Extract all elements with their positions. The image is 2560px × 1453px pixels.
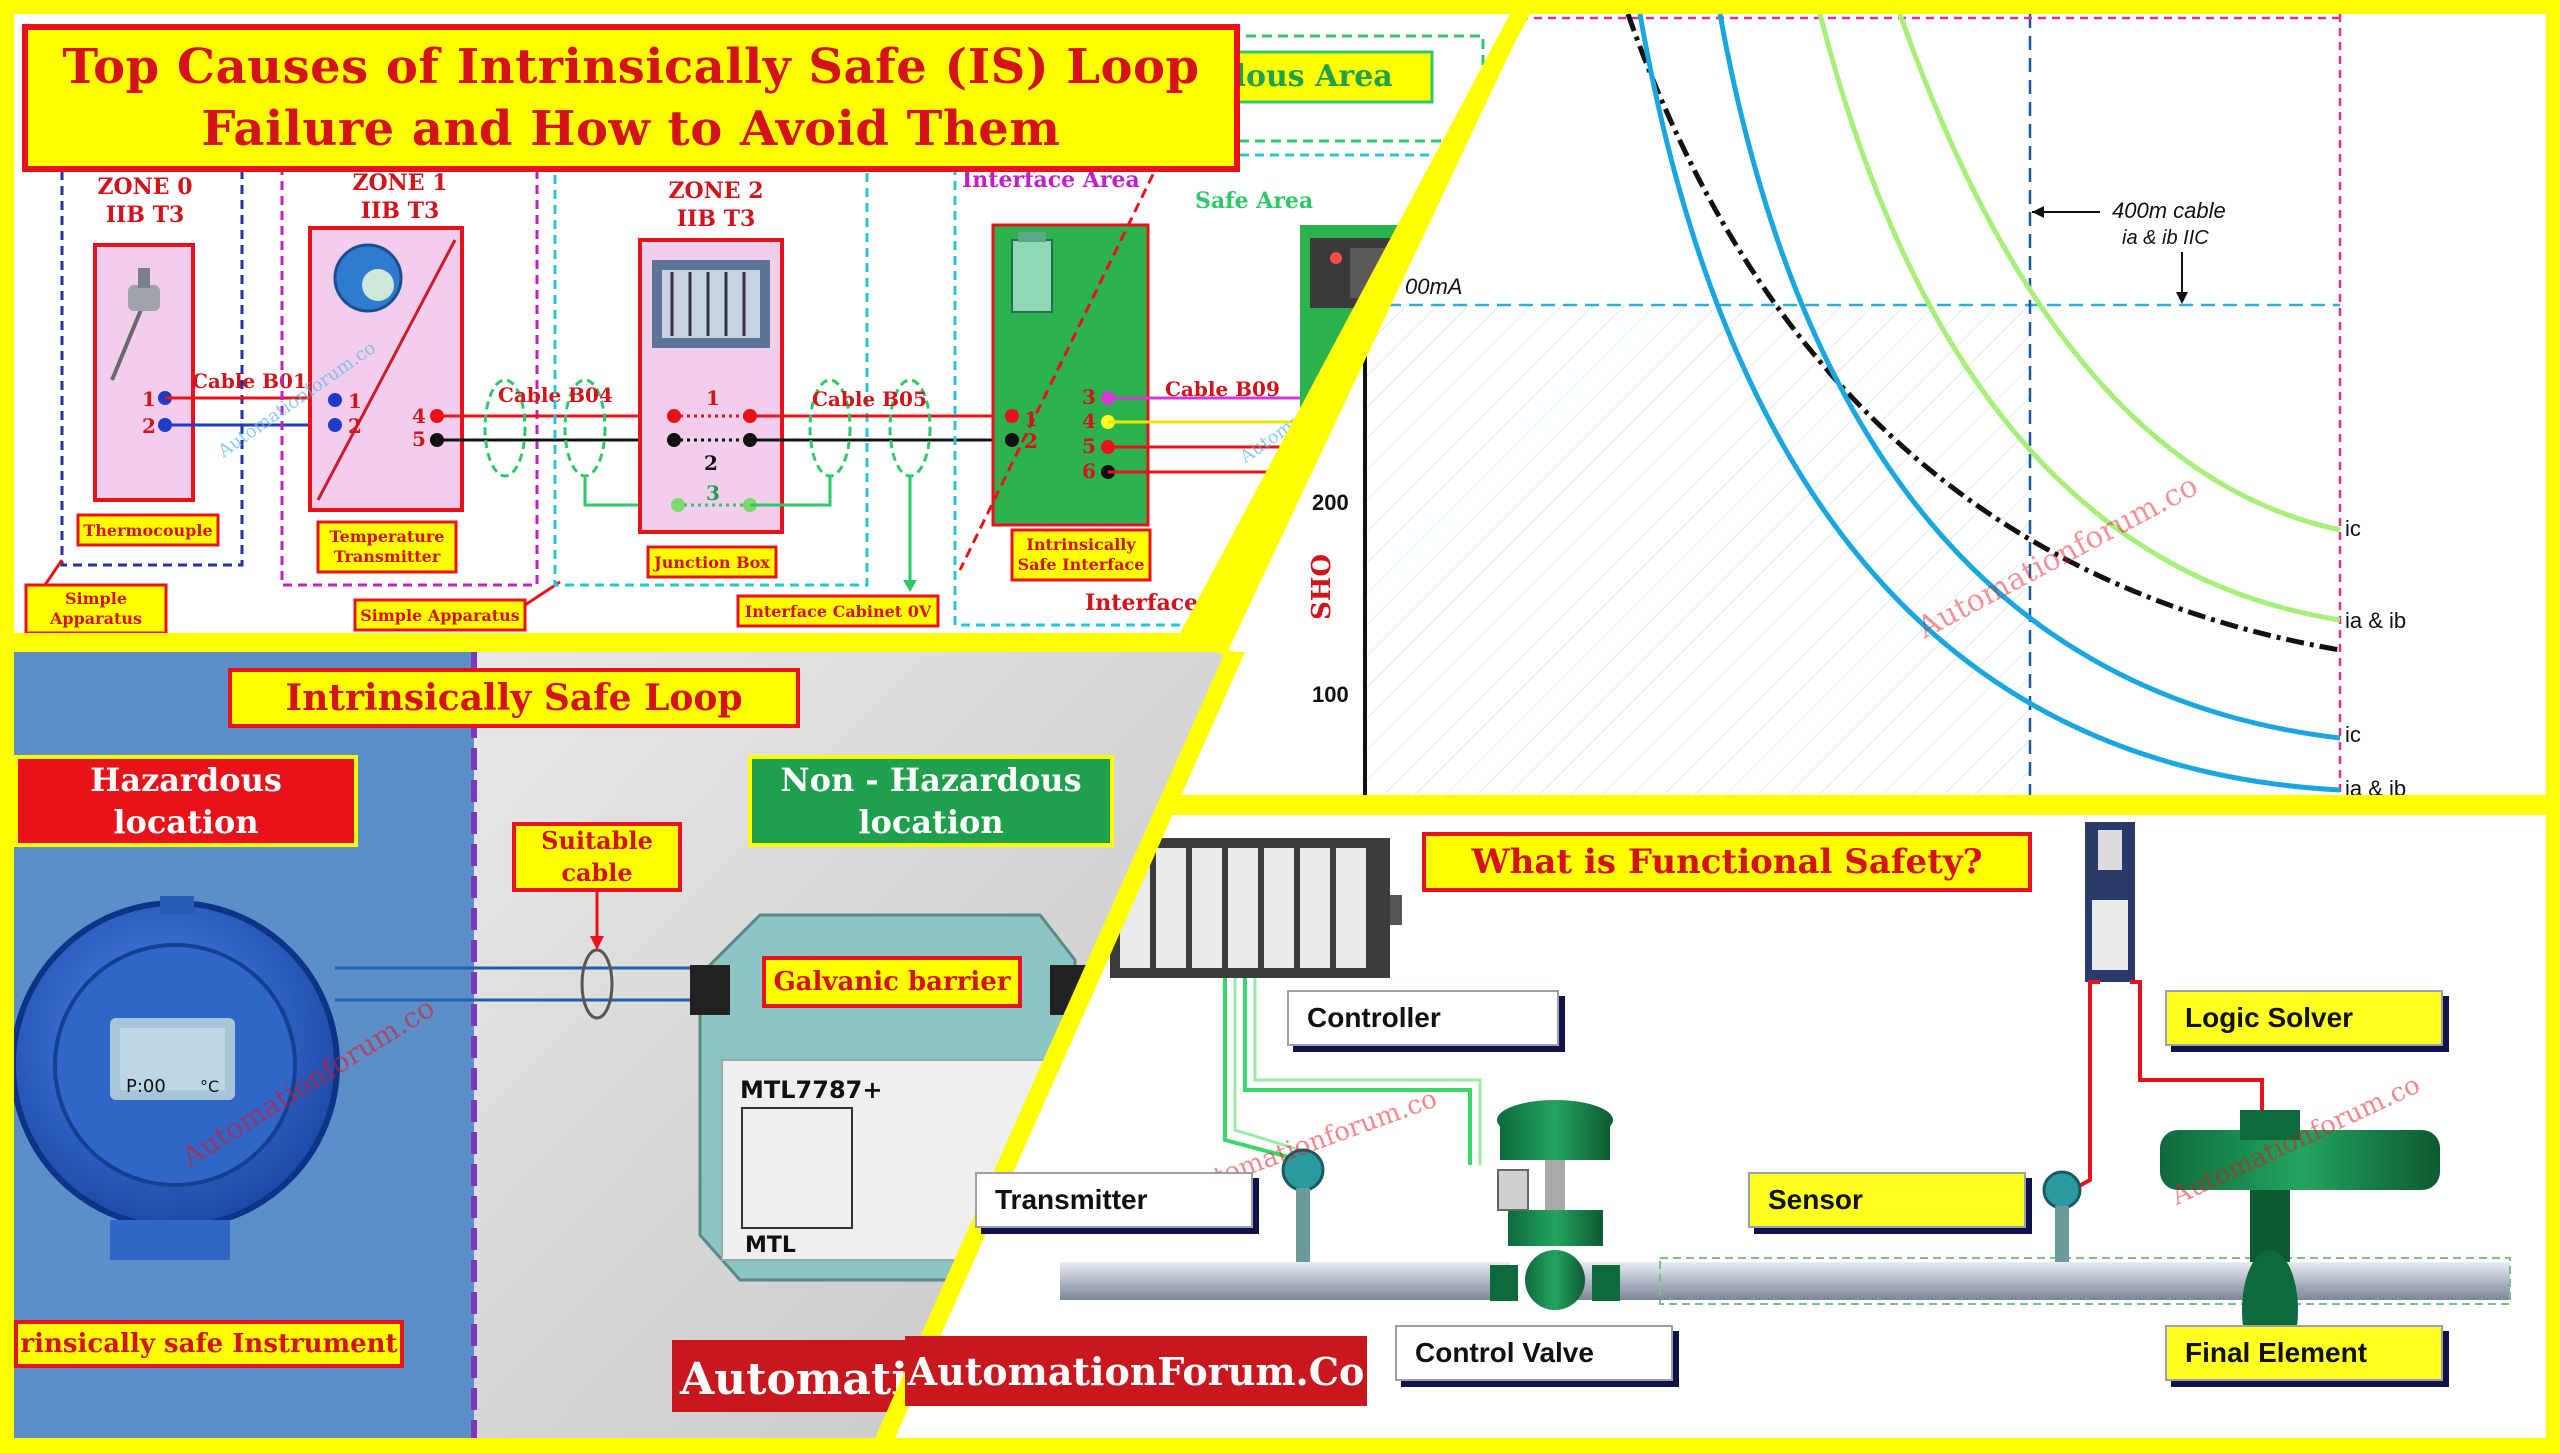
curve-ia-ib-iic: [1625, 14, 2341, 653]
functional-safety-title: What is Functional Safety?: [1422, 832, 2032, 892]
y-axis-title: SHO: [1307, 554, 1337, 620]
is-barrier-icon: [1011, 232, 1053, 313]
isi-in-terminal-2: 2: [1024, 429, 1038, 453]
curve-label-iaib-1: ia & ib: [2345, 608, 2406, 633]
junction-box-label: Junction Box: [652, 553, 770, 572]
brand-footer: AutomationForum.Co: [905, 1336, 1367, 1406]
interface-cabinet-label: Interface Cab: [1085, 590, 1253, 616]
footer-brand-partial: Automati: [679, 1354, 908, 1405]
jb-terminal-2: 2: [704, 451, 718, 475]
cable-annotation: 400m cable: [2112, 198, 2226, 223]
is-instrument-label: rinsically safe Instrument: [14, 1320, 404, 1368]
cable-b05-label: Cable B05: [812, 387, 927, 411]
thermocouple-icon: [110, 268, 160, 381]
suitable-cable-label: Suitable cable: [512, 822, 682, 892]
simple-apparatus-1-b: Apparatus: [49, 609, 142, 628]
control-valve-label: Control Valve: [1395, 1325, 1673, 1381]
curve-ic-cyan: [1717, 14, 2341, 741]
logic-solver-label: Logic Solver: [2165, 990, 2443, 1046]
interface-cabinet-0v-label: Interface Cabinet 0V: [745, 602, 932, 621]
tt-out-terminal-5: 5: [412, 427, 426, 451]
temperature-transmitter-icon: [333, 243, 403, 313]
process-pipe-mid: [1560, 1262, 2010, 1300]
cable-b09-label: Cable B09: [1165, 377, 1280, 401]
tc-terminal-1: 1: [142, 387, 156, 411]
barrier-brand: MTL: [745, 1233, 796, 1258]
tc-terminal-2: 2: [142, 414, 156, 438]
zone0-group: IIB T3: [106, 202, 185, 228]
non-hazardous-location-label: Non - Hazardous location: [748, 755, 1114, 847]
junction-box-icon: [652, 260, 770, 348]
hazardous-area-label: dous Area: [1225, 59, 1393, 94]
safe-area-label: Safe Area: [1195, 188, 1313, 214]
display-unit: °C: [200, 1077, 219, 1096]
jb-terminal-3: 3: [706, 481, 720, 505]
logic-solver-icon: [2085, 822, 2135, 982]
control-valve-icon: [1490, 1100, 1620, 1310]
zone0-name: ZONE 0: [97, 174, 192, 200]
isi-out-terminal-3: 3: [1082, 385, 1096, 409]
simple-apparatus-1-a: Simple: [65, 589, 127, 608]
hazardous-location-label: Hazardous location: [14, 755, 358, 847]
curve-label-ic-2: ic: [2345, 722, 2361, 747]
thermocouple-label: Thermocouple: [83, 521, 212, 540]
process-pipe-left: [1060, 1262, 1510, 1300]
is-loop-title: Intrinsically Safe Loop: [228, 668, 800, 728]
panel-is-cable-chart: 00mA 200 100 SHO ic ia & ib ic ia & ib 4…: [1160, 14, 2546, 801]
y-tick-200: 200: [1312, 490, 1349, 515]
tt-out-terminal-4: 4: [412, 404, 426, 428]
isi-out-terminal-6: 6: [1082, 459, 1096, 483]
simple-apparatus-2-label: Simple Apparatus: [360, 606, 520, 625]
isi-label-line2: Safe Interface: [1018, 555, 1145, 574]
page-title-banner: Top Causes of Intrinsically Safe (IS) Lo…: [22, 24, 1240, 172]
cable-b01-label: Cable B01: [192, 369, 307, 393]
isi-in-terminal-1: 1: [1024, 407, 1038, 431]
tt-in-terminal-1: 1: [348, 389, 362, 413]
tt-label-line: Temperature: [330, 527, 445, 546]
zone1-group: IIB T3: [361, 198, 440, 224]
curve-ic-lime: [1897, 14, 2341, 533]
display-value: P:00: [126, 1076, 166, 1097]
barrier-model: MTL7787+: [740, 1076, 882, 1104]
isi-out-terminal-5: 5: [1082, 434, 1096, 458]
controller-label: Controller: [1287, 990, 1559, 1046]
zone1-name: ZONE 1: [352, 170, 447, 196]
page-title-line2: Failure and How to Avoid Them: [201, 101, 1061, 157]
curve-ia-ib-lime: [1817, 14, 2341, 623]
sensor-icon: [2042, 1170, 2082, 1262]
curve-label-ic-1: ic: [2345, 516, 2361, 541]
y-current-label: 00mA: [1405, 274, 1462, 299]
curve-ia-ib-cyan: [1637, 14, 2341, 793]
is-instrument-icon: [14, 896, 340, 1260]
galvanic-barrier-label: Galvanic barrier: [762, 956, 1022, 1008]
tt-in-terminal-2: 2: [348, 414, 362, 438]
transmitter-icon: [1281, 1148, 1325, 1262]
sensor-label: Sensor: [1748, 1172, 2026, 1228]
transmitter-label: Transmitter: [975, 1172, 1253, 1228]
jb-terminal-1: 1: [706, 386, 720, 410]
page-title-line1: Top Causes of Intrinsically Safe (IS) Lo…: [62, 39, 1200, 95]
isi-label-line1: Intrinsically: [1026, 535, 1136, 554]
cable-annotation-sub: ia & ib IIC: [2122, 227, 2209, 249]
zone2-group: IIB T3: [677, 206, 756, 232]
controller-rack-icon: [1110, 838, 1402, 978]
curve-label-iaib-2: ia & ib: [2345, 776, 2406, 801]
isi-out-terminal-4: 4: [1082, 409, 1096, 433]
zone2-name: ZONE 2: [668, 178, 763, 204]
y-tick-100: 100: [1312, 682, 1349, 707]
final-element-label: Final Element: [2165, 1325, 2443, 1381]
tt-label-line2: Transmitter: [334, 547, 441, 566]
